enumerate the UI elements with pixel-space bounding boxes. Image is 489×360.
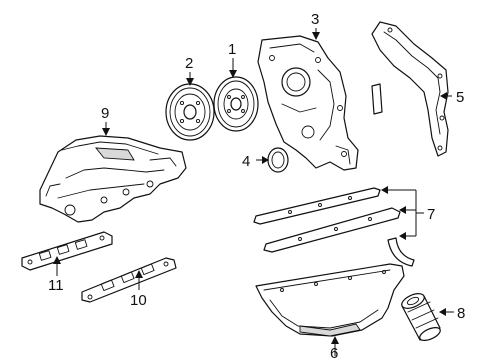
callout-5: 5 xyxy=(456,89,464,106)
oil-pan xyxy=(255,263,405,337)
callout-10: 10 xyxy=(130,292,147,309)
timing-cover xyxy=(257,35,359,171)
intake-manifold xyxy=(39,135,187,223)
oil-filter xyxy=(401,293,441,341)
callout-11: 11 xyxy=(48,277,64,294)
callout-4: 4 xyxy=(242,153,250,170)
oil-pan-gasket-set xyxy=(253,187,415,267)
callout-7: 7 xyxy=(427,206,435,223)
callout-9: 9 xyxy=(101,105,109,122)
callout-8: 8 xyxy=(457,305,465,322)
crankshaft-pulley xyxy=(165,83,215,141)
callout-6: 6 xyxy=(330,345,338,360)
harmonic-balancer xyxy=(213,76,259,132)
callout-1: 1 xyxy=(228,41,236,58)
callout-2: 2 xyxy=(185,55,193,72)
callout-leaders xyxy=(53,28,454,356)
callout-3: 3 xyxy=(311,11,319,28)
intake-gasket-right xyxy=(81,257,177,303)
crankshaft-seal xyxy=(267,147,289,173)
intake-gasket-left xyxy=(21,231,113,271)
front-cover-gasket xyxy=(371,21,449,157)
